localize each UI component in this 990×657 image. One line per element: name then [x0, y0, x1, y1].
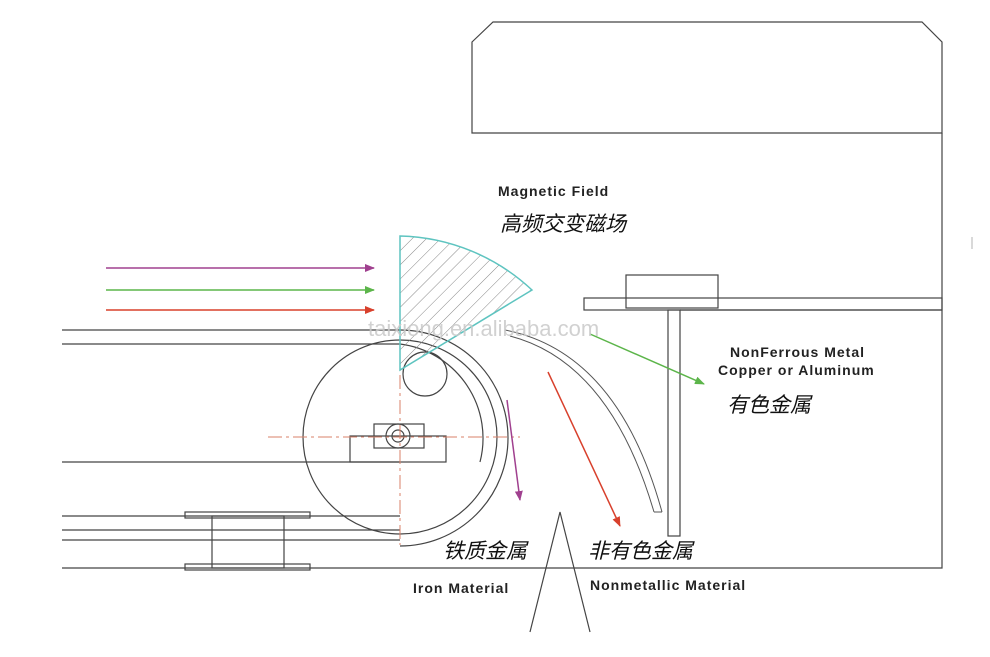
iron-label: Iron Material — [413, 580, 509, 596]
iron-label-zh: 铁质金属 — [443, 539, 529, 563]
nonferrous-label-zh: 有色金属 — [727, 393, 813, 417]
splitter-plate — [583, 274, 943, 537]
nonferrous-label-line2: Copper or Aluminum — [718, 362, 875, 378]
magnetic-field-label: Magnetic Field — [498, 183, 609, 199]
support-block — [184, 511, 311, 571]
divider-wedge — [529, 511, 591, 633]
nonferrous-label-line1: NonFerrous Metal — [730, 344, 865, 360]
conveyor-belt — [62, 329, 400, 541]
incoming-arrows — [106, 264, 375, 314]
trajectory-arrows — [506, 333, 705, 527]
nonmetallic-label-zh: 非有色金属 — [588, 539, 695, 563]
magnetic-field-label-zh: 高频交变磁场 — [500, 212, 628, 236]
center-lines — [268, 250, 520, 545]
iron-trajectory-arrow — [506, 399, 523, 501]
nonmetal-trajectory-arrow — [547, 371, 621, 527]
watermark: taixiong.en.alibaba.com — [368, 316, 599, 341]
curved-guide-plate — [504, 329, 663, 513]
nonferrous-trajectory-arrow — [589, 333, 705, 385]
nonmetallic-label: Nonmetallic Material — [590, 577, 746, 593]
magnetic-field-sector — [399, 235, 534, 372]
